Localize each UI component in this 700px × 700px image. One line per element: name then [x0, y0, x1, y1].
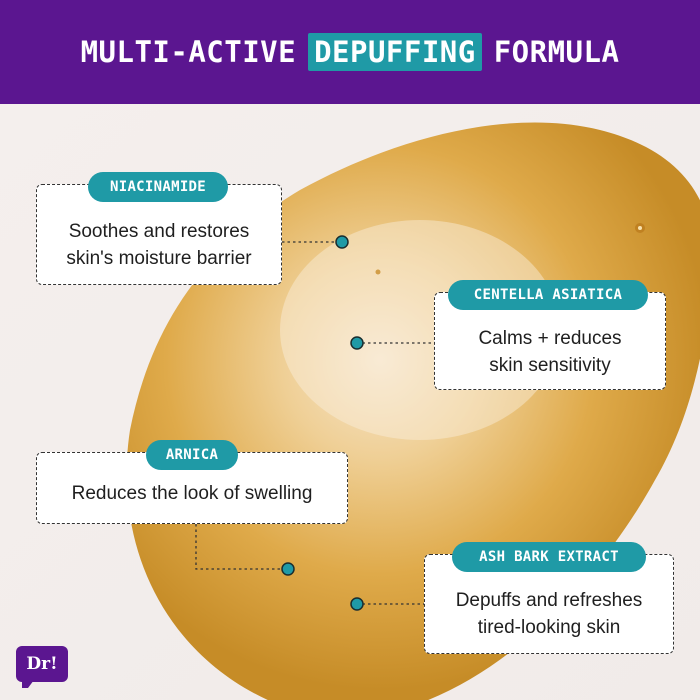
marker-arnica	[281, 562, 295, 576]
formula-bubble	[375, 269, 381, 275]
marker-ash-bark	[350, 597, 364, 611]
brand-logo: Dr!	[16, 646, 68, 682]
ingredient-card-centella-asiatica: Calms + reduces skin sensitivity	[434, 292, 666, 390]
connector-arnica	[195, 524, 288, 570]
page-header: MULTI-ACTIVE DEPUFFING FORMULA	[0, 0, 700, 104]
ingredient-tag-arnica: ARNICA	[146, 440, 238, 470]
ingredient-tag-ash-bark-extract: ASH BARK EXTRACT	[452, 542, 646, 572]
ingredient-description: Soothes and restores skin's moisture bar…	[66, 221, 252, 269]
brand-logo-tail	[22, 680, 34, 688]
ingredient-tag-centella-asiatica: CENTELLA ASIATICA	[448, 280, 648, 310]
marker-centella	[350, 336, 364, 350]
header-title-after: FORMULA	[493, 35, 620, 69]
ingredient-description: Reduces the look of swelling	[71, 483, 313, 504]
marker-niacinamide	[335, 235, 349, 249]
ingredient-description: Depuffs and refreshes tired-looking skin	[455, 590, 643, 638]
ingredient-description: Calms + reduces skin sensitivity	[478, 328, 622, 376]
header-title-before: MULTI-ACTIVE	[80, 35, 297, 69]
formula-bubble	[638, 226, 642, 230]
header-title-highlight: DEPUFFING	[308, 33, 482, 71]
ingredient-tag-niacinamide: NIACINAMIDE	[88, 172, 228, 202]
